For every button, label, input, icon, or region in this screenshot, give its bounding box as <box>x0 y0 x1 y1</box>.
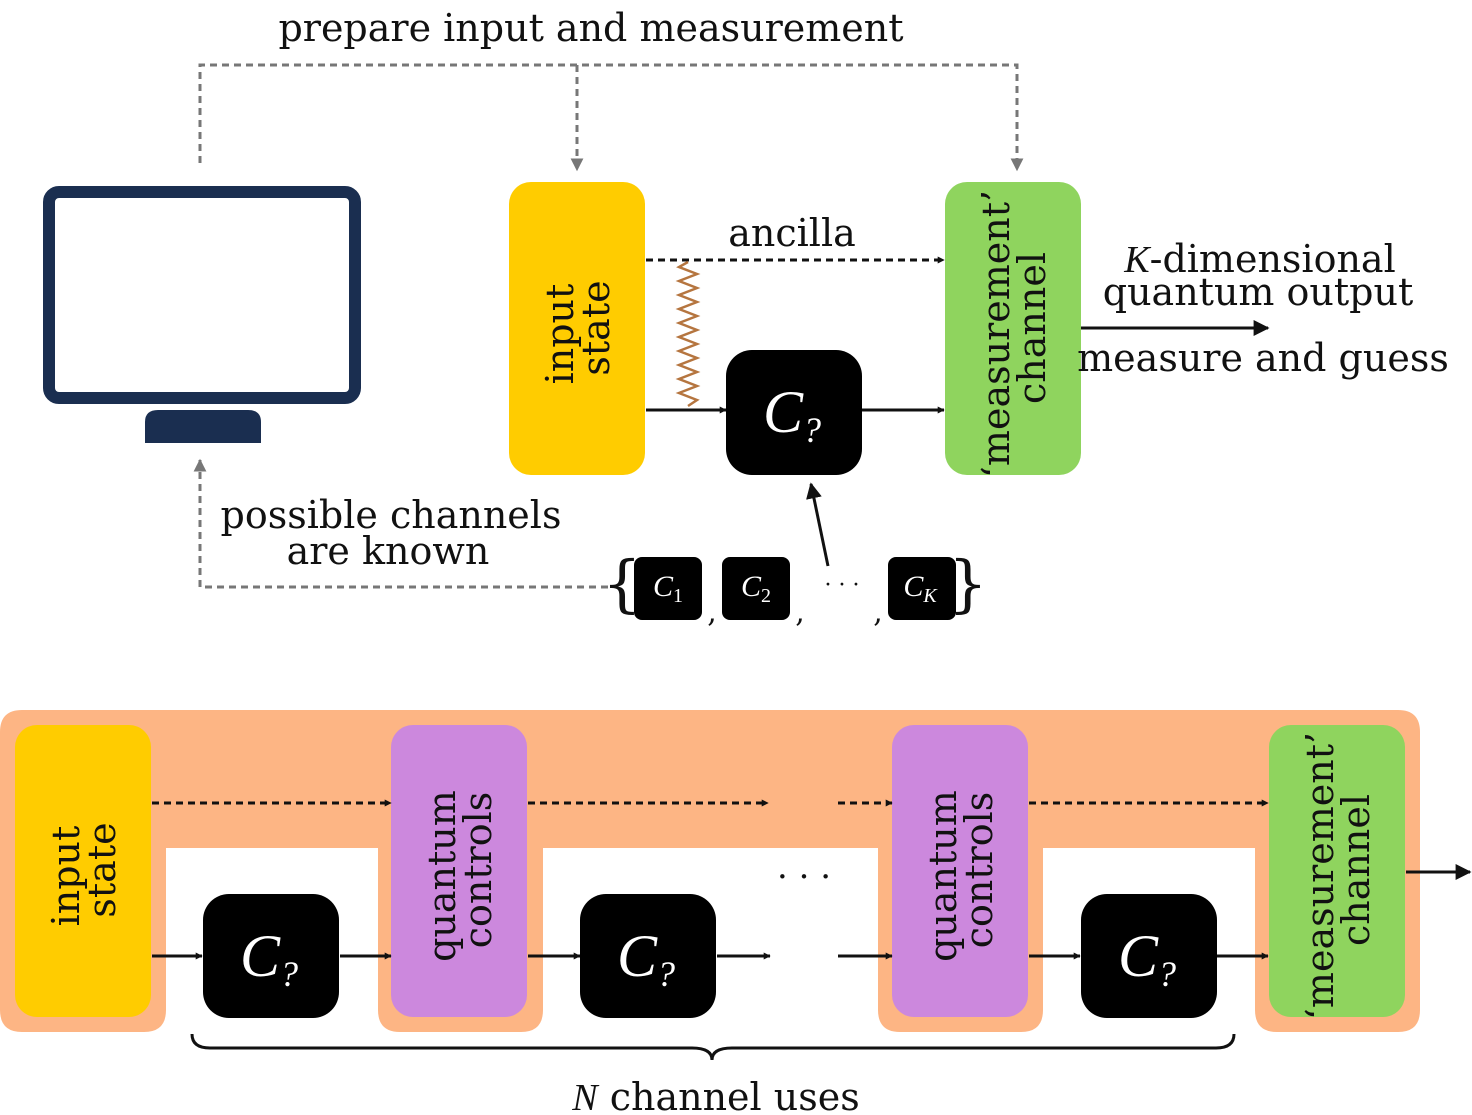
input-state-bottom-line1: input <box>44 826 88 927</box>
svg-text:C?: C? <box>240 923 298 994</box>
svg-text:quantum controls: quantum controls <box>420 778 500 962</box>
ancilla-label: ancilla <box>728 211 856 255</box>
set-to-channel-arrow <box>806 482 830 567</box>
channel-uses-brace <box>190 1033 1236 1061</box>
input-state-line2: state <box>574 280 618 375</box>
controls-2-line2: controls <box>957 792 1001 949</box>
unknown-channel-bottom-2: C? <box>580 894 716 1018</box>
controls-2-line1: quantum <box>921 790 965 962</box>
svg-text:C2: C2 <box>741 570 771 607</box>
quantum-controls-block-2: quantum controls <box>892 725 1028 1017</box>
prepare-connector <box>198 63 1024 172</box>
channel-c1 <box>634 557 702 620</box>
svg-text:C1: C1 <box>653 570 683 607</box>
entanglement-spring <box>675 260 701 408</box>
channel-bottom-1-sub: ? <box>280 954 298 994</box>
set-comma-3: , <box>873 595 883 630</box>
unknown-channel-bottom-1: C? <box>203 894 339 1018</box>
channel-ck-main: C <box>903 570 924 603</box>
channel-uses-rest: channel uses <box>598 1075 860 1115</box>
channel-c2 <box>722 557 790 620</box>
channel-ck <box>888 557 956 620</box>
svg-text:‘measurement’ channel: ‘measurement’ channel <box>1298 720 1378 1020</box>
set-comma-1: , <box>707 595 717 630</box>
output-label-var: K <box>1123 239 1151 281</box>
controls-1-line1: quantum <box>420 790 464 962</box>
svg-text:input state: input state <box>44 814 124 927</box>
set-dots: · · · <box>825 573 860 598</box>
quantum-controls-block-1: quantum controls <box>391 725 527 1017</box>
svg-text:C?: C? <box>763 379 821 450</box>
channel-bottom-1-main: C <box>240 923 281 989</box>
prepare-label: prepare input and measurement <box>278 6 903 50</box>
measurement-channel-block-bottom: ‘measurement’ channel <box>1269 720 1405 1020</box>
input-state-block: input state <box>509 182 645 475</box>
input-state-line1: input <box>538 284 582 385</box>
channel-c1-sub: 1 <box>673 585 683 607</box>
channel-bottom-3-main: C <box>1118 923 1159 989</box>
controls-1-line2: controls <box>456 792 500 949</box>
system-lines-bottom <box>152 864 1472 960</box>
comb-frame <box>0 710 1420 1032</box>
known-label-line2: are known <box>287 529 490 573</box>
unknown-channel-sub: ? <box>803 410 821 450</box>
channel-set: { C1 , C2 , · · · , CK } <box>602 547 987 630</box>
output-label-line2: quantum output <box>1103 270 1413 314</box>
computer-monitor-icon <box>43 186 361 443</box>
bottom-ellipsis: · · · <box>777 857 831 897</box>
svg-text:‘measurement’ channel: ‘measurement’ channel <box>974 178 1054 478</box>
unknown-channel-main: C <box>763 379 804 445</box>
channel-bottom-3-sub: ? <box>1158 954 1176 994</box>
known-label-line1: possible channels <box>221 493 562 537</box>
known-connector <box>193 458 608 589</box>
svg-text:CK: CK <box>903 570 938 607</box>
channel-ck-sub: K <box>922 585 938 607</box>
channel-uses-var: N <box>571 1077 600 1115</box>
measurement-bottom-line2: channel <box>1334 794 1378 946</box>
measurement-line1: ‘measurement’ <box>974 190 1018 478</box>
channel-c1-main: C <box>653 570 674 603</box>
svg-text:quantum controls: quantum controls <box>921 778 1001 962</box>
input-state-block-bottom: input state <box>15 725 151 1017</box>
set-comma-2: , <box>795 595 805 630</box>
input-state-bottom-line2: state <box>80 822 124 917</box>
channel-uses-label: N channel uses <box>571 1075 859 1115</box>
measurement-channel-block: ‘measurement’ channel <box>945 178 1081 478</box>
channel-c2-main: C <box>741 570 762 603</box>
channel-bottom-2-sub: ? <box>657 954 675 994</box>
unknown-channel-bottom-3: C? <box>1081 894 1217 1018</box>
measurement-line2: channel <box>1010 252 1054 404</box>
measure-guess-label: measure and guess <box>1077 336 1449 380</box>
output-label-rest: -dimensional <box>1150 237 1396 281</box>
svg-text:input state: input state <box>538 272 618 385</box>
output-label-line1: K-dimensional <box>1123 237 1396 281</box>
set-close-brace: } <box>948 547 987 620</box>
channel-c2-sub: 2 <box>761 585 771 607</box>
channel-bottom-2-main: C <box>617 923 658 989</box>
svg-text:C?: C? <box>1118 923 1176 994</box>
unknown-channel-block: C? <box>726 350 862 475</box>
measurement-bottom-line1: ‘measurement’ <box>1298 732 1342 1020</box>
svg-text:C?: C? <box>617 923 675 994</box>
